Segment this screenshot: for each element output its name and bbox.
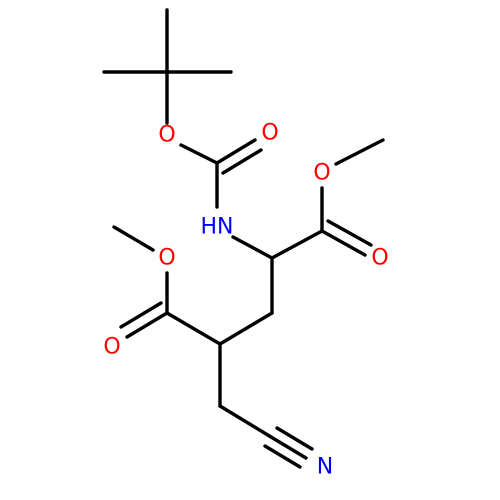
atom-n-nitrile: N	[317, 455, 333, 480]
atom-labels: O O HN O O O O N	[103, 121, 388, 480]
bond-o-carbonyl-c	[179, 143, 219, 165]
atom-o-methoxy-lower: O	[158, 246, 175, 271]
bonds	[102, 8, 385, 469]
bond-c-o-double-b	[221, 148, 263, 175]
bond-nitrile-triple-c	[263, 444, 302, 469]
bond-ester-c-o-double-a	[320, 229, 367, 257]
atom-o-carbonyl-upper: O	[371, 246, 388, 271]
bond-calpha-ester-c	[270, 229, 324, 260]
atom-o-methoxy-upper: O	[313, 161, 330, 186]
bond-lower-c-o-double-a	[125, 311, 169, 339]
bond-c-o-double-a	[215, 138, 257, 165]
bond-cgamma-ester-c	[165, 311, 222, 346]
bond-nitrile-triple-b	[275, 426, 314, 451]
atom-o-ester-tbu: O	[158, 123, 175, 148]
atom-o-carbonyl-lower: O	[103, 335, 120, 360]
atom-nh: HN	[201, 215, 234, 240]
atom-o-carbonyl-boc: O	[261, 121, 278, 146]
bond-ch2-nitrile-c	[218, 404, 273, 439]
bond-o-methyl-upper	[334, 138, 385, 166]
bond-lower-c-o-double-b	[119, 301, 163, 329]
bond-nitrile-triple-a	[269, 435, 308, 460]
bond-ch2-cgamma	[218, 311, 274, 346]
bond-ester-c-o-double-b	[326, 219, 373, 247]
bond-nh-calpha	[231, 235, 274, 260]
bond-o-methyl-lower	[112, 225, 155, 252]
